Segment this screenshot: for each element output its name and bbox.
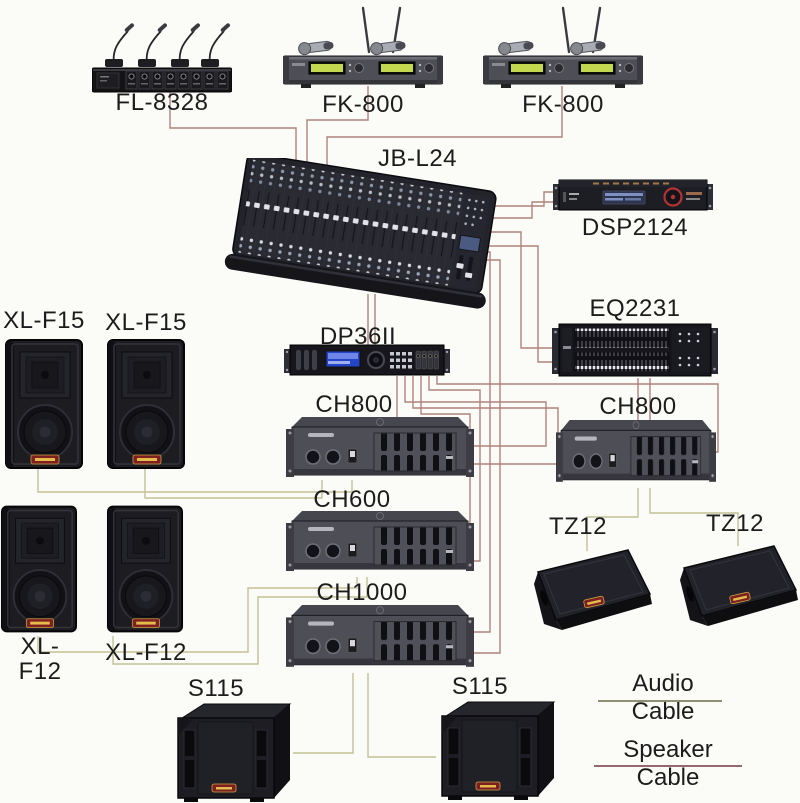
label-dp36ii: DP36II — [319, 323, 397, 350]
legend-speaker-cable-line — [594, 765, 742, 767]
label-ch800-left: CH800 — [315, 391, 393, 418]
speaker-cabinet-illustration — [107, 339, 185, 469]
legend-audio-cable-label: Audio Cable — [631, 670, 695, 725]
sub-side — [274, 704, 290, 798]
speaker-cable — [37, 577, 358, 653]
label-dsp2124: DSP2124 — [581, 214, 689, 241]
label-jbl24: JB-L24 — [377, 145, 458, 172]
label-fk800-2: FK-800 — [522, 91, 604, 118]
audio-cable — [169, 88, 297, 178]
conference-mic-system-illustration — [92, 23, 232, 93]
power-amplifier-illustration — [286, 511, 474, 571]
mic-channel-modules — [125, 70, 229, 90]
audio-cable — [483, 245, 556, 363]
label-ch600: CH600 — [313, 486, 391, 513]
handheld-mic — [370, 40, 406, 56]
channel-knob — [354, 63, 364, 73]
label-xlf15-1: XL-F15 — [3, 307, 85, 334]
audio-cable — [412, 376, 559, 465]
legend-audio-cable-line — [598, 700, 722, 702]
power-amplifier-illustration — [286, 417, 474, 477]
label-s115-2: S115 — [451, 673, 509, 700]
speaker-processor-illustration — [284, 344, 450, 376]
device-xlf12-2 — [106, 504, 184, 634]
device-fk800-1 — [283, 4, 443, 90]
device-xlf15-2 — [106, 338, 186, 470]
device-tz12-1 — [530, 546, 656, 630]
audio-cable — [404, 376, 547, 447]
gain-knob — [325, 449, 341, 465]
device-fl8328 — [92, 4, 232, 94]
antenna — [361, 6, 371, 54]
subwoofer-illustration — [177, 703, 292, 802]
speaker-cabinet-illustration — [5, 339, 83, 469]
label-tz12-2: TZ12 — [705, 510, 764, 537]
device-jbl24 — [218, 158, 510, 320]
device-ch600 — [286, 509, 474, 577]
label-tz12-1: TZ12 — [548, 513, 607, 540]
button-grid — [390, 352, 412, 369]
device-dsp2124 — [553, 176, 713, 214]
audio-cable — [306, 86, 369, 178]
handle-slot — [540, 590, 548, 606]
label-xlf15-2: XL-F15 — [105, 309, 187, 336]
legend-speaker-cable-label: Speaker Cable — [623, 736, 713, 791]
device-tz12-2 — [676, 542, 800, 626]
stage-monitor-illustration — [534, 549, 652, 630]
device-ch1000 — [286, 603, 474, 673]
label-xlf12-1: XL-F12 — [18, 633, 62, 686]
effects-processor-illustration — [553, 179, 713, 211]
speaker-cabinet-illustration — [106, 505, 184, 633]
gain-knob — [305, 449, 321, 465]
armrest — [224, 253, 486, 309]
speaker-cable — [112, 577, 368, 665]
device-ch800-left — [286, 415, 474, 483]
graphic-equalizer-illustration — [552, 323, 718, 377]
label-s115-1: S115 — [187, 675, 245, 702]
audio-cable — [326, 86, 563, 178]
speaker-cable — [144, 468, 323, 499]
lcd-display — [602, 190, 646, 205]
handheld-mic — [298, 40, 334, 56]
audio-cable — [436, 376, 719, 453]
label-ch800-right: CH800 — [599, 393, 677, 420]
device-xlf12-1 — [0, 504, 78, 634]
sub-top — [180, 703, 292, 719]
stage-monitor-illustration — [680, 545, 798, 626]
speaker-cable — [37, 468, 353, 493]
monitor-side — [534, 572, 562, 630]
output-connectors — [415, 350, 439, 370]
label-fk800-1: FK-800 — [322, 91, 404, 118]
speaker-cabinet-illustration — [0, 505, 78, 633]
speaker-cable — [586, 488, 639, 551]
device-s115-2 — [434, 698, 558, 800]
label-ch1000: CH1000 — [316, 579, 408, 606]
mixing-console-illustration — [224, 158, 497, 309]
label-fl8328: FL-8328 — [115, 89, 209, 116]
device-ch800-right — [556, 418, 716, 488]
speaker-cable — [293, 673, 354, 754]
label-xlf12-2: XL-F12 — [105, 639, 187, 666]
wireless-receiver-illustration — [283, 6, 443, 88]
subwoofer-illustration — [441, 701, 556, 800]
grille — [373, 432, 457, 472]
label-eq2231: EQ2231 — [589, 295, 681, 322]
power-amplifier-illustration — [286, 605, 474, 667]
device-fk800-2 — [483, 4, 643, 90]
device-dp36ii — [284, 342, 450, 378]
speaker-cable — [649, 488, 739, 546]
speaker-cable — [367, 673, 436, 758]
power-amplifier-illustration — [556, 420, 716, 482]
channel-knob — [424, 63, 434, 73]
device-s115-1 — [170, 700, 294, 802]
device-eq2231 — [552, 320, 718, 380]
channel-strips — [238, 159, 463, 286]
audio-cable — [474, 201, 557, 219]
device-xlf15-1 — [4, 338, 84, 470]
wireless-receiver-illustration — [483, 6, 643, 88]
audio-cable — [482, 191, 557, 207]
